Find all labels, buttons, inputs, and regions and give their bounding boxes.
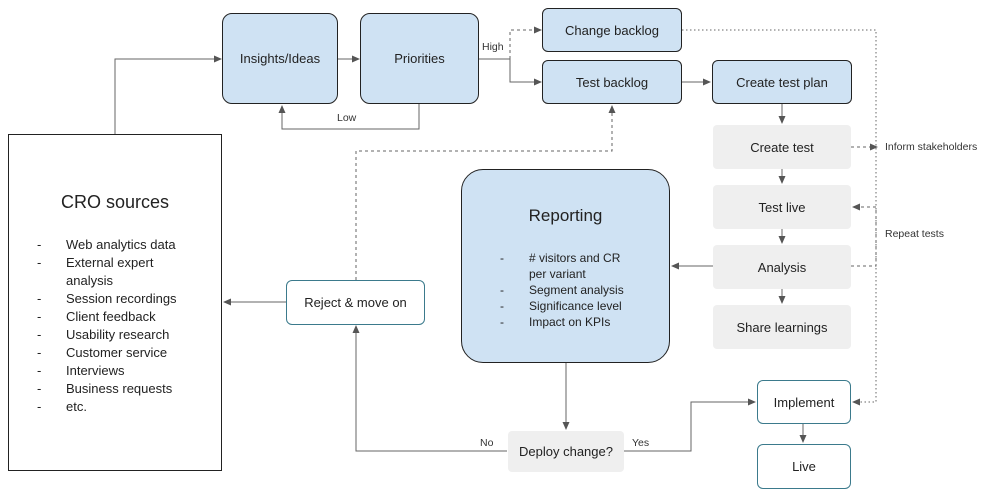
reporting-box[interactable]: Reporting # visitors and CR per variant … [461,169,670,363]
implement-node[interactable]: Implement [757,380,851,424]
priorities-label: Priorities [394,51,445,66]
cro-sources-title: CRO sources [60,192,170,212]
reject-move-on-node[interactable]: Reject & move on [286,280,425,325]
inform-stakeholders-label: Inform stakeholders [885,141,978,153]
reporting-list: # visitors and CR per variant Segment an… [500,250,660,330]
cro-sources-box[interactable]: CRO sources Web analytics data External … [8,134,222,471]
deploy-change-label: Deploy change? [519,444,613,459]
cro-source-item: External expert analysis [37,254,184,290]
cro-source-item: Client feedback [37,308,184,326]
arrow-deploy-yes-to-implement [624,398,756,452]
insights-ideas-label: Insights/Ideas [239,51,321,66]
low-label: Low [337,112,357,124]
live-node[interactable]: Live [757,444,851,489]
arrow-priorities-low [278,104,420,130]
cro-source-item: Usability research [37,326,184,344]
change-backlog-label: Change backlog [565,22,659,38]
analysis-label: Analysis [757,259,807,275]
reporting-item: # visitors and CR per variant [500,250,629,282]
test-backlog-node[interactable]: Test backlog [542,60,682,104]
high-label: High [482,41,504,53]
priorities-node[interactable]: Priorities [360,13,479,104]
reporting-item: Significance level [500,298,660,314]
yes-label: Yes [632,437,650,449]
no-label: No [480,437,494,449]
create-test-plan-node[interactable]: Create test plan [712,60,852,104]
test-live-node[interactable]: Test live [713,185,851,229]
arrow-priorities-to-change-backlog [509,26,542,59]
test-backlog-label: Test backlog [575,74,649,90]
change-backlog-node[interactable]: Change backlog [542,8,682,52]
cro-source-item: Customer service [37,344,184,362]
repeat-tests-label: Repeat tests [885,228,944,240]
cro-sources-list: Web analytics data External expert analy… [37,236,184,416]
cro-source-item: Business requests [37,380,184,398]
reporting-item: Segment analysis [500,282,660,298]
implement-label: Implement [773,394,835,410]
cro-source-item: Web analytics data [37,236,184,254]
cro-source-item: Session recordings [37,290,184,308]
arrow-repeat-tests-loop [851,203,877,267]
create-test-label: Create test [750,139,814,155]
arrow-deploy-no-to-reject [352,325,507,452]
share-learnings-label: Share learnings [736,319,828,335]
reporting-title: Reporting [528,206,603,225]
reject-move-on-label: Reject & move on [304,295,407,310]
insights-ideas-node[interactable]: Insights/Ideas [222,13,338,104]
create-test-node[interactable]: Create test [713,125,851,169]
reporting-item: Impact on KPIs [500,314,660,330]
cro-source-item: Interviews [37,362,184,380]
share-learnings-node[interactable]: Share learnings [713,305,851,349]
create-test-plan-label: Create test plan [736,74,828,90]
deploy-change-node[interactable]: Deploy change? [508,431,624,472]
analysis-node[interactable]: Analysis [713,245,851,289]
test-live-label: Test live [758,199,806,215]
arrow-cro-to-insights [114,55,222,134]
cro-source-item: etc. [37,398,184,416]
arrow-priorities-to-test-backlog [479,58,542,86]
live-label: Live [792,459,816,474]
